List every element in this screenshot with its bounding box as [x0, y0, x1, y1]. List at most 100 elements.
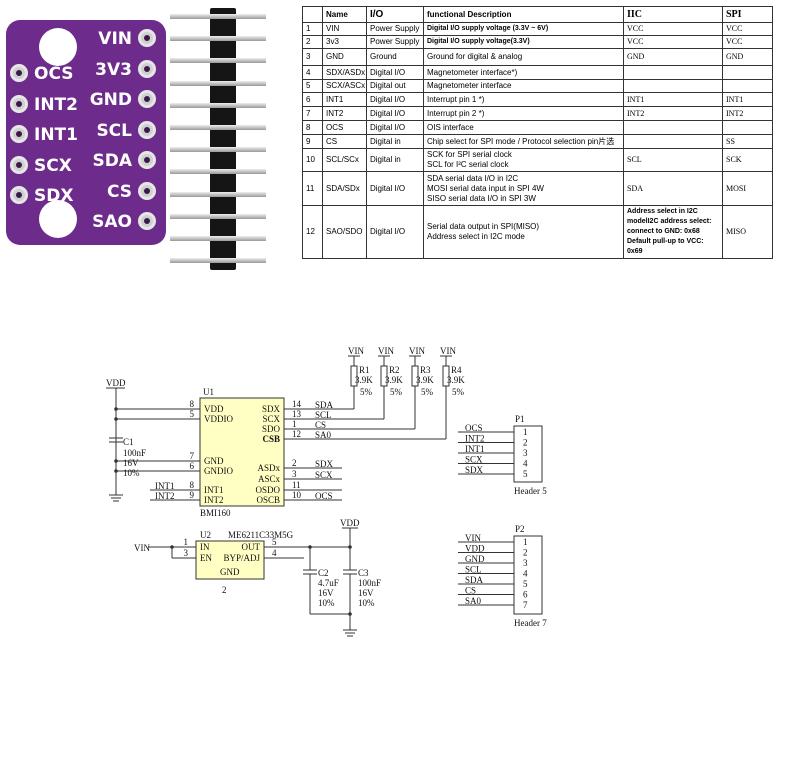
description-line: Chip select for SPI mode / Protocol sele… [427, 136, 615, 146]
pin-io: Digital in [366, 148, 424, 172]
header-pin [170, 169, 266, 175]
junction-dot [308, 545, 312, 549]
pin-iic: INT2 [623, 106, 723, 121]
junction-dot [114, 469, 118, 473]
u1-pin-name-asdx: ASDx [257, 463, 280, 473]
silk-label-int1: INT1 [34, 125, 78, 145]
u1-pin-name-csb: CSB [262, 434, 280, 444]
c2-voltage: 16V [318, 588, 334, 598]
u2-output-vdd: VDD [340, 518, 360, 528]
row-number: 2 [302, 35, 323, 49]
pin-iic: INT1 [623, 92, 723, 107]
resistor-tolerance: 5% [390, 387, 403, 397]
iic-line: INT1 [627, 94, 645, 104]
p2-net-gnd: GND [465, 554, 485, 564]
silk-label-cs: CS [106, 181, 132, 202]
u1-pin-name-sdx: SDX [262, 404, 281, 414]
u2-pin-name-en: EN [200, 553, 212, 563]
pin-name: CS [322, 134, 367, 149]
junction-dot [348, 545, 352, 549]
silk-label-scx: SCX [34, 155, 72, 176]
pin-iic: VCC [623, 22, 723, 36]
header-p2-body [513, 535, 543, 615]
u1-pin-name-int2: INT2 [204, 495, 224, 505]
table-header-cell [302, 6, 323, 23]
pin-io: Digital in [366, 134, 424, 149]
resistor-ref: R4 [451, 365, 462, 375]
c3-value: 100nF [358, 578, 381, 588]
pin-iic [623, 65, 723, 80]
row-number: 1 [302, 22, 323, 36]
pin-spi: MOSI [722, 171, 773, 206]
pin-name: SDA/SDx [322, 171, 367, 206]
c1-tolerance: 10% [123, 468, 140, 478]
net-label-int2: INT2 [155, 491, 175, 501]
description-line: MOSI serial data input in SPI 4W [427, 183, 544, 193]
p2-pin-num: 7 [523, 600, 528, 610]
description-line: Interrupt pin 2 *) [427, 108, 485, 118]
row-number: 8 [302, 120, 323, 135]
description-line: OIS interface [427, 122, 474, 132]
pin-name: VIN [322, 22, 367, 36]
p1-net-ocs: OCS [465, 423, 483, 433]
iic-line: SDA [627, 183, 644, 193]
row-number: 10 [302, 148, 323, 172]
p2-net-cs: CS [465, 586, 476, 596]
pin-spi: VCC [722, 22, 773, 36]
u1-pin-num: 5 [190, 409, 195, 419]
table-header-cell: SPI [722, 6, 773, 23]
p1-pin-num: 3 [523, 448, 528, 458]
net-label-int1: INT1 [155, 481, 175, 491]
resistor-value: 3.9K [447, 375, 465, 385]
iic-line: Address select in I2C [627, 208, 698, 215]
resistor-value: 3.9K [385, 375, 403, 385]
u2-ref: U2 [200, 530, 211, 540]
pin-spi [722, 120, 773, 135]
pin-name: GND [322, 48, 367, 66]
c3-voltage: 16V [358, 588, 374, 598]
header-pin [170, 125, 266, 130]
vdd-label: VDD [106, 378, 126, 388]
header-p2-label: Header 7 [514, 618, 547, 628]
p2-net-sa0: SA0 [465, 596, 482, 606]
header-pin [170, 102, 266, 108]
pin-iic [623, 134, 723, 149]
p2-pin-num: 5 [523, 579, 528, 589]
pin-io: Ground [366, 48, 424, 66]
u1-pin-name-oscb: OSCB [256, 495, 280, 505]
pin-io: Digital I/O [366, 120, 424, 135]
pin-header-plastic [210, 8, 236, 270]
resistor-supply-r4: VIN [440, 346, 456, 356]
iic-line: SCL [627, 155, 642, 164]
description-line: Magnetometer interface [427, 81, 512, 90]
resistor-r2 [380, 365, 388, 387]
pin-description: Chip select for SPI mode / Protocol sele… [423, 134, 624, 149]
pad-vin [138, 29, 156, 47]
u1-pin-name-gndio: GNDIO [204, 466, 233, 476]
pin-iic: SDA [623, 171, 723, 206]
pin-spi [722, 79, 773, 93]
iic-line: Default pull-up to VCC: 0x69 [627, 238, 704, 255]
u1-pin-name-scx: SCX [262, 414, 280, 424]
u1-pin-num: 1 [292, 419, 297, 429]
description-line: Address select in I2C mode [427, 232, 525, 241]
resistor-ref: R3 [420, 365, 431, 375]
net-label-ocs: OCS [315, 491, 333, 501]
p2-net-scl: SCL [465, 565, 482, 575]
u2-pin-name-in: IN [200, 542, 210, 552]
u1-pin-name-gnd: GND [204, 456, 224, 466]
c2-tolerance: 10% [318, 598, 335, 608]
resistor-ref: R1 [359, 365, 370, 375]
u1-pin-name-vdd: VDD [204, 404, 224, 414]
description-line: Interrupt pin 1 *) [427, 94, 485, 104]
resistor-supply-r2: VIN [378, 346, 394, 356]
table-header-cell: Name [322, 6, 367, 23]
net-label-sa0: SA0 [315, 430, 332, 440]
silk-label-sdx: SDX [34, 186, 74, 206]
